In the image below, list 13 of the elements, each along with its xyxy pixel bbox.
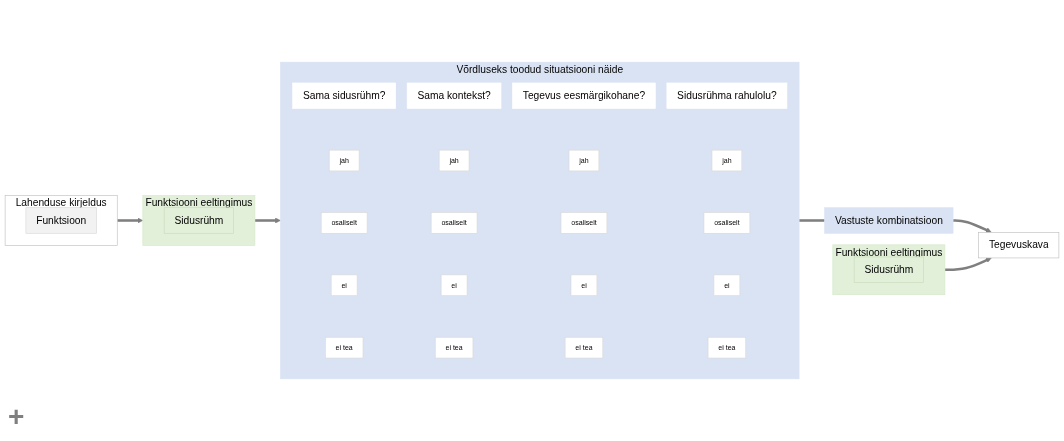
node-box: Sidusrühma rahulolu? [666, 82, 788, 109]
connector [799, 219, 825, 222]
node-box: Tegevuskava [978, 232, 1060, 259]
node-box: Sama kontekst? [406, 82, 502, 109]
arrow [953, 219, 992, 233]
arrow [944, 257, 992, 272]
arrow [117, 217, 144, 224]
arrow [254, 217, 281, 224]
node-box: Sama sidusrühm? [292, 82, 396, 109]
node-box: Funktsioon [25, 207, 97, 234]
node-box: Tegevus eesmärgikohane? [512, 82, 656, 109]
node-box: Vastuste kombinatsioon [824, 207, 954, 234]
plus-sign: + [8, 401, 25, 432]
